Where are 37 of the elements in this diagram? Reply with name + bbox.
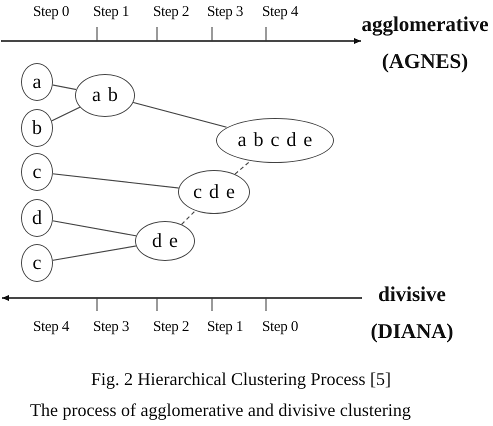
connector [52,84,76,90]
connector [52,106,80,122]
cluster-label: c [32,162,42,182]
connector [52,245,136,261]
step-label: Step 2 [153,4,190,21]
cluster-ellipse [21,244,53,282]
dashed-connector [181,210,196,225]
cluster-ellipse [21,109,53,147]
cluster-label: b [32,118,42,138]
step-label: Step 1 [93,4,130,21]
step-label: Step 3 [93,319,130,336]
step-label: Step 0 [262,319,298,336]
step-label: Step 0 [33,4,70,21]
body-text: The process of agglomerative and divisive clustering [30,400,411,421]
direction-label: agglomerative (AGNES) [361,11,489,75]
cluster-label: a b [92,85,118,105]
cluster-ellipse [21,63,53,101]
dashed-connector [234,160,252,175]
cluster-label: c d e [193,182,235,202]
cluster-ellipse [75,74,135,116]
cluster-label: d e [152,231,178,251]
cluster-label: a b c d e [238,130,312,150]
step-label: Step 1 [207,319,244,336]
direction-label: divisive (DIANA) [370,281,454,345]
step-label: Step 4 [262,4,298,21]
step-label: Step 2 [153,319,190,336]
cluster-ellipse [21,153,53,191]
cluster-label: d [32,208,42,228]
cluster-label: c [32,253,42,273]
connector [52,173,179,189]
cluster-ellipse [21,199,53,237]
connector [132,102,227,128]
connector [52,220,136,236]
cluster-label: a [32,72,42,92]
figure-caption: Fig. 2 Hierarchical Clustering Process [5] [91,369,391,390]
step-label: Step 3 [207,4,244,21]
step-label: Step 4 [33,319,70,336]
